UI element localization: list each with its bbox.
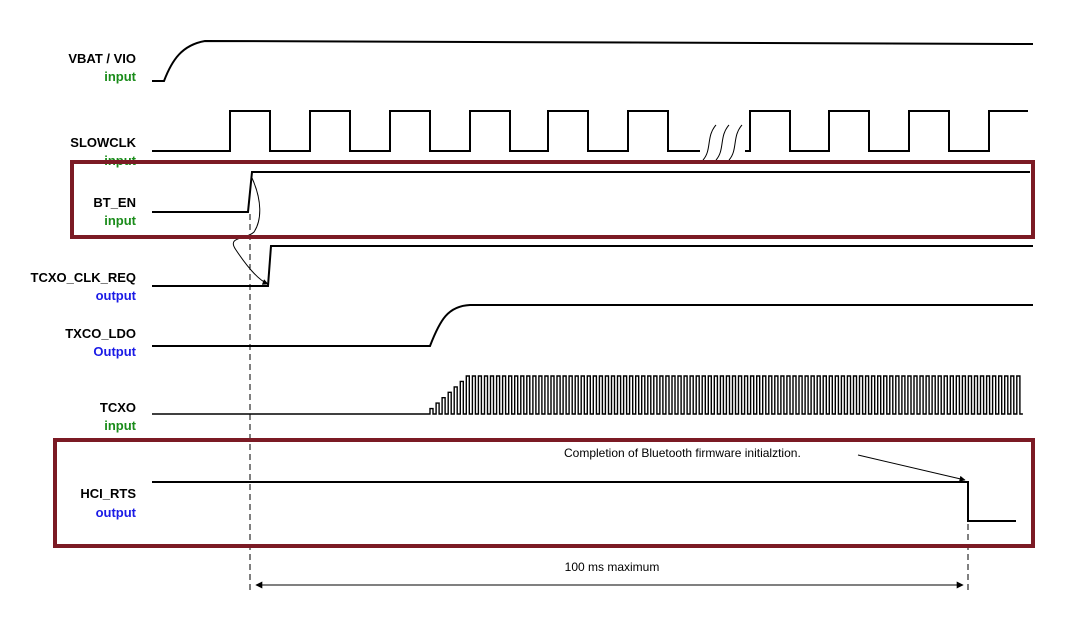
dir-tcxo-clk-req: output: [96, 288, 137, 303]
wave-slowclk: [152, 110, 1028, 152]
dir-bten: input: [104, 213, 136, 228]
dir-txco-ldo: Output: [93, 344, 136, 359]
label-hci-rts: HCI_RTS: [80, 486, 136, 501]
label-tcxo: TCXO: [100, 400, 136, 415]
clock-break-mark: [702, 124, 743, 161]
completion-arrow: [857, 454, 966, 482]
label-tcxo-clk-req: TCXO_CLK_REQ: [31, 270, 136, 285]
wave-txco-ldo: [152, 304, 1033, 347]
completion-note: Completion of Bluetooth firmware initial…: [564, 446, 801, 460]
label-txco-ldo: TXCO_LDO: [65, 326, 136, 341]
dir-hci-rts: output: [96, 505, 137, 520]
dir-vbat: input: [104, 69, 136, 84]
highlight-box-bten: [70, 160, 1035, 239]
wave-tcxo-clk-req: [152, 245, 1033, 287]
wave-vbat: [152, 39, 1034, 82]
dir-tcxo: input: [104, 418, 136, 433]
label-bten: BT_EN: [93, 195, 136, 210]
label-vbat: VBAT / VIO: [68, 51, 136, 66]
wave-hci-rts: [152, 481, 1016, 522]
highlight-box-hci-rts: [53, 438, 1035, 548]
wave-tcxo: [152, 375, 1023, 415]
label-slowclk: SLOWCLK: [70, 135, 136, 150]
wave-bten: [152, 171, 1030, 213]
duration-label: 100 ms maximum: [565, 560, 660, 574]
